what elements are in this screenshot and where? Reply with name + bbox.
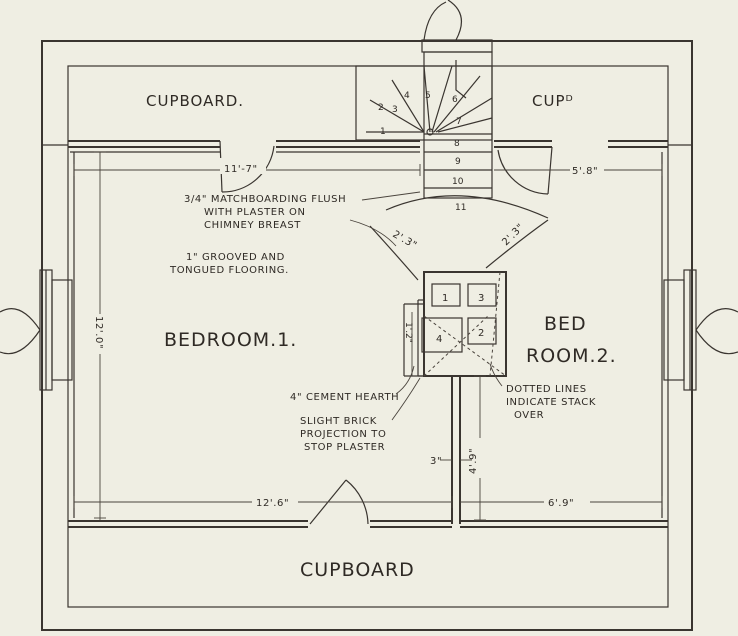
flue-3: 3: [478, 293, 485, 304]
note-stack-2: INDICATE STACK: [506, 397, 596, 408]
flue-4: 4: [436, 334, 443, 345]
dim-gap: 3": [430, 456, 442, 467]
dim-hearth: 1'.2": [403, 322, 413, 343]
stair-step-4: 4: [404, 91, 410, 101]
leader-matchboarding: [361, 191, 421, 201]
leader-brick: [391, 377, 421, 421]
annotations: 3/4" MATCHBOARDING FLUSH WITH PLASTER ON…: [169, 191, 596, 453]
door-landing: [369, 195, 549, 281]
stair-step-6: 6: [452, 95, 458, 105]
note-brick-1: SLIGHT BRICK: [300, 416, 377, 427]
outer-wall-outline: [41, 40, 693, 631]
stair-step-5: 5: [425, 91, 431, 101]
stair-step-9: 9: [455, 157, 461, 167]
window-right: [663, 269, 738, 391]
dim-bottom-right: 6'.9": [548, 498, 574, 509]
door-stair-top: [421, 0, 493, 53]
staircase: [355, 51, 493, 199]
note-brick-3: STOP PLASTER: [304, 442, 385, 453]
flue-1: 1: [442, 293, 449, 304]
dim-top-left: 11'-7": [224, 164, 258, 175]
room-bedroom-1: BEDROOM.1.: [164, 329, 297, 351]
room-cupboard-top-left: CUPBOARD.: [146, 92, 244, 110]
bedroom-dividing-wall: [451, 376, 461, 524]
flue-numbers: 1 3 4 2: [436, 293, 485, 345]
flue-2: 2: [478, 328, 485, 339]
note-matchboarding-3: CHIMNEY BREAST: [204, 220, 301, 231]
note-brick-2: PROJECTION TO: [300, 429, 386, 440]
dim-left-height: 12'.0": [93, 316, 104, 349]
room-bed-room-2-line2: ROOM.2.: [526, 345, 617, 367]
dim-bed2-height: 4'.9": [468, 448, 479, 474]
note-stack-3: OVER: [514, 410, 544, 421]
note-flooring-1: 1" GROOVED AND: [186, 252, 285, 263]
room-labels: CUPBOARD. CUPᴰ BEDROOM.1. BED ROOM.2. CU…: [146, 92, 617, 581]
window-left: [0, 269, 73, 391]
stair-numbers: 1 2 3 4 5 6 7 8 9 10 11: [378, 91, 466, 213]
cupboard-partition-bottom: [68, 520, 668, 528]
stair-step-7: 7: [456, 117, 462, 127]
leader-matchboarding-2: [349, 219, 397, 247]
note-flooring-2: TONGUED FLOORING.: [169, 265, 289, 276]
stair-step-10: 10: [452, 177, 464, 187]
note-matchboarding-2: WITH PLASTER ON: [204, 207, 306, 218]
note-stack-1: DOTTED LINES: [506, 384, 587, 395]
room-outlines: [70, 151, 663, 518]
note-hearth: 4" CEMENT HEARTH: [290, 392, 399, 403]
leader-stack: [489, 363, 503, 387]
dim-flue-right: 2'.3": [500, 222, 526, 248]
dim-top-right: 5'.8": [572, 166, 598, 177]
room-cupboard-top-right: CUPᴰ: [532, 92, 574, 110]
stair-step-2: 2: [378, 103, 384, 113]
stair-step-11: 11: [455, 203, 466, 213]
room-bed-room-2-line1: BED: [544, 313, 587, 335]
stair-step-3: 3: [392, 105, 398, 115]
stair-step-1: 1: [380, 127, 386, 137]
dimension-labels: 11'-7" 5'.8" 12'.0" 12'.6" 6'.9" 4'.9" 3…: [92, 158, 604, 510]
note-matchboarding-1: 3/4" MATCHBOARDING FLUSH: [184, 194, 346, 205]
stair-step-8: 8: [454, 139, 460, 149]
dimension-lines: [73, 151, 663, 521]
dim-flue-left: 2'.3": [391, 229, 419, 252]
room-cupboard-bottom: CUPBOARD: [300, 559, 415, 581]
cupboard-partitions-top: [68, 140, 668, 148]
leader-hearth: [395, 365, 415, 395]
door-cupboard-top-right: [497, 146, 553, 195]
chimney-breast: [403, 271, 507, 377]
dim-bottom-left: 12'.6": [256, 498, 289, 509]
outer-walls: [41, 40, 693, 631]
